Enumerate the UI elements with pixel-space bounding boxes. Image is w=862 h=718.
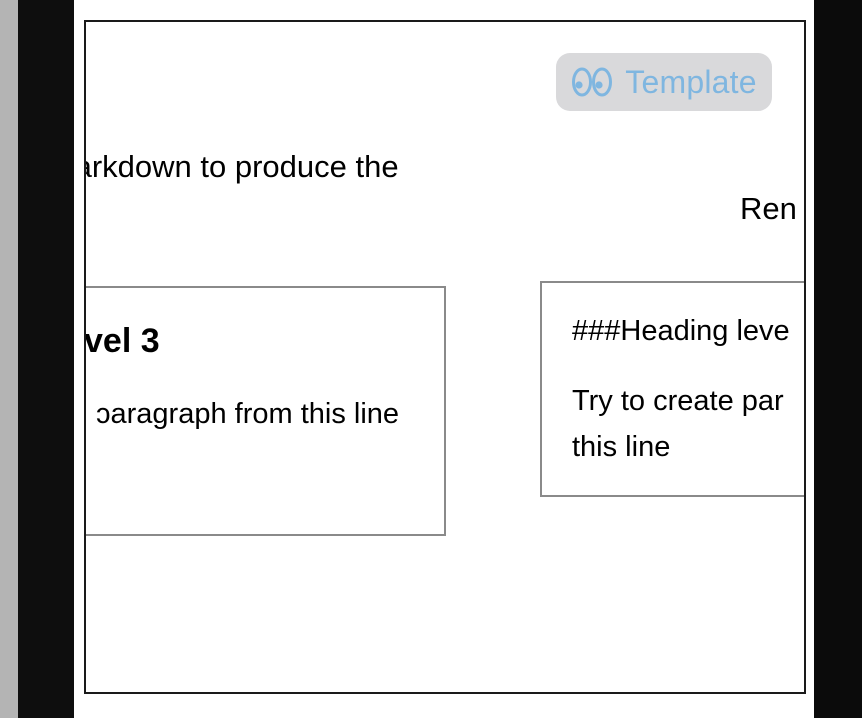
device-screen: Template ıarkdown to produce the Ren vel… — [74, 0, 814, 718]
rendered-heading: vel 3 — [84, 322, 160, 360]
rendered-output-box: vel 3 ɔaragraph from this line — [84, 286, 446, 536]
rendered-label: Ren — [740, 191, 797, 226]
template-button-label: Template — [625, 63, 757, 100]
markdown-source-box[interactable]: ###Heading leve Try to create par this l… — [540, 281, 804, 497]
markdown-heading-line: ###Heading leve — [572, 315, 790, 347]
background-window-edge — [0, 0, 18, 718]
eyes-icon — [571, 65, 613, 99]
rendered-paragraph: ɔaragraph from this line — [96, 398, 400, 430]
markdown-paragraph-line-continued: this line — [572, 431, 671, 463]
template-button[interactable]: Template — [556, 53, 772, 111]
instruction-text: ıarkdown to produce the — [84, 149, 399, 184]
device-bezel-right — [814, 0, 862, 718]
device-bezel-left — [18, 0, 74, 718]
content-frame: Template ıarkdown to produce the Ren vel… — [84, 20, 806, 694]
markdown-paragraph-line: Try to create par — [572, 385, 784, 417]
